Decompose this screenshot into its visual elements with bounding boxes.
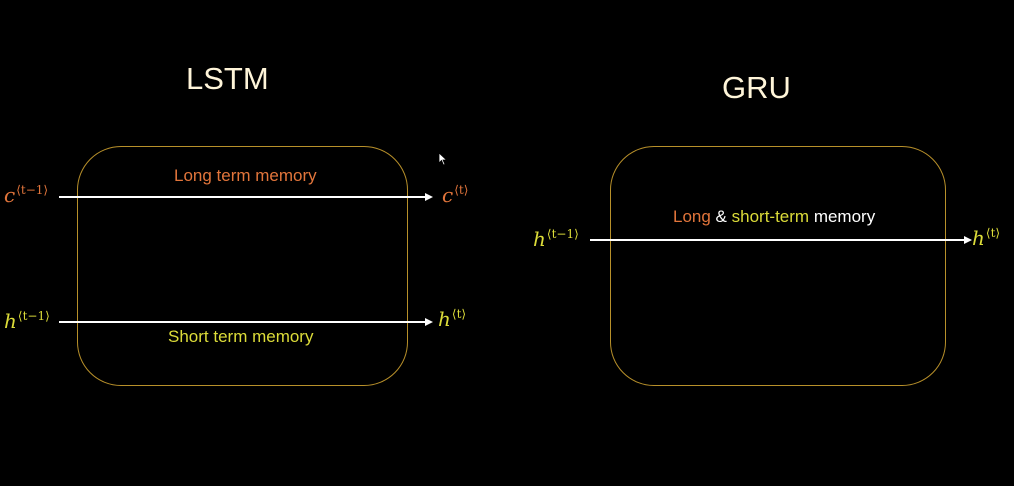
lstm-cell-state-arrowhead [425,193,433,201]
gru-h-prev: h⟨t−1⟩ [533,227,579,251]
gru-cell-box [610,146,946,386]
lstm-long-term-label: Long term memory [174,166,317,185]
gru-memory-label: Long & short-term memory [673,207,875,227]
lstm-cell-state-arrow [59,196,425,198]
gru-label-long: Long [673,207,711,226]
gru-hidden-state-arrowhead [964,236,972,244]
lstm-hidden-state-arrow [59,321,425,323]
gru-hidden-state-arrow [590,239,964,241]
lstm-c-prev: c⟨t−1⟩ [4,183,49,207]
gru-title: GRU [722,70,791,105]
mouse-pointer-icon [438,152,448,166]
gru-label-amp: & [710,207,732,226]
lstm-title: LSTM [186,61,269,96]
gru-label-memory: memory [809,207,876,226]
lstm-cell-box [77,146,408,386]
lstm-c-next: c⟨t⟩ [442,183,469,207]
lstm-short-term-label: Short term memory [168,327,314,346]
gru-label-short-term: short-term [731,207,810,226]
gru-h-next: h⟨t⟩ [972,226,1001,250]
lstm-hidden-state-arrowhead [425,318,433,326]
lstm-h-next: h⟨t⟩ [438,307,467,331]
lstm-h-prev: h⟨t−1⟩ [4,309,50,333]
